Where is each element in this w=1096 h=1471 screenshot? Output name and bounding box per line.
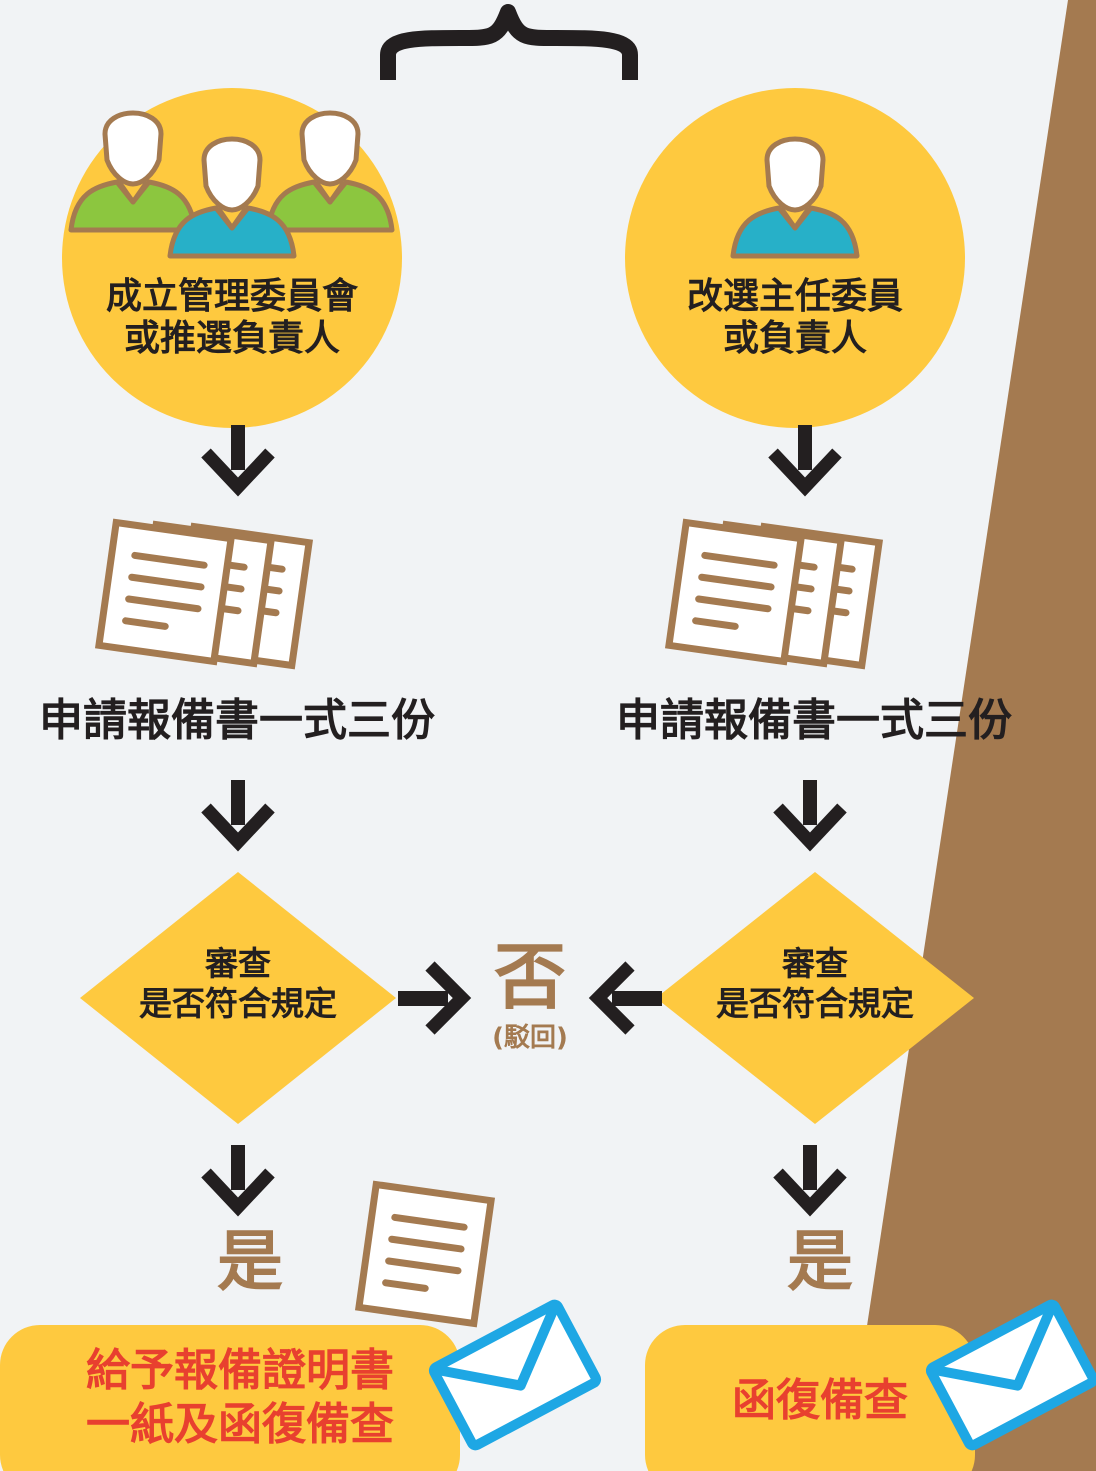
envelope-icon — [433, 1303, 598, 1446]
arrow-left-icon — [588, 961, 662, 1035]
arrow-right-icon — [398, 961, 472, 1035]
left-circle-label: 成立管理委員會 或推選負責人 — [72, 276, 392, 360]
right-circle-line1: 改選主任委員 — [686, 276, 903, 317]
brace-icon — [380, 4, 638, 80]
left-result-line1: 給予報備證明書 — [86, 1345, 394, 1396]
documents-icon — [669, 523, 879, 666]
right-review-label: 審查 是否符合規定 — [685, 944, 945, 1024]
right-application-label: 申請報備書一式三份 — [616, 695, 1012, 746]
certificate-doc-icon — [359, 1185, 491, 1324]
arrow-down-icon — [773, 425, 837, 487]
left-result-label: 給予報備證明書 一紙及函復備查 — [40, 1344, 440, 1452]
reject-sublabel: (駁回) — [492, 1023, 568, 1053]
arrow-down-icon — [778, 1145, 842, 1207]
arrow-down-icon — [206, 780, 270, 842]
right-review-line2: 是否符合規定 — [716, 984, 914, 1023]
documents-icon — [99, 523, 309, 666]
left-circle-line1: 成立管理委員會 — [105, 276, 358, 317]
left-review-line2: 是否符合規定 — [139, 984, 337, 1023]
left-review-diamond — [80, 872, 396, 1124]
right-yes-label: 是 — [787, 1223, 853, 1300]
left-result-box — [0, 1325, 460, 1471]
brown-band — [845, 0, 1096, 1471]
reject-label: 否 — [493, 935, 566, 1019]
right-result-label: 函復備查 — [732, 1375, 908, 1426]
left-review-line1: 審查 — [205, 944, 271, 983]
right-result-box — [645, 1325, 975, 1471]
arrow-down-icon — [206, 1145, 270, 1207]
right-review-diamond — [656, 872, 974, 1124]
arrow-down-icon — [206, 425, 270, 487]
right-review-line1: 審查 — [782, 944, 848, 983]
left-yes-label: 是 — [217, 1223, 283, 1300]
right-circle-label: 改選主任委員 或負責人 — [635, 276, 955, 360]
left-review-label: 審查 是否符合規定 — [108, 944, 368, 1024]
left-result-line2: 一紙及函復備查 — [86, 1399, 394, 1450]
left-application-label: 申請報備書一式三份 — [39, 695, 435, 746]
left-circle-line2: 或推選負責人 — [123, 318, 340, 359]
arrow-down-icon — [778, 780, 842, 842]
right-circle-line2: 或負責人 — [722, 318, 867, 359]
